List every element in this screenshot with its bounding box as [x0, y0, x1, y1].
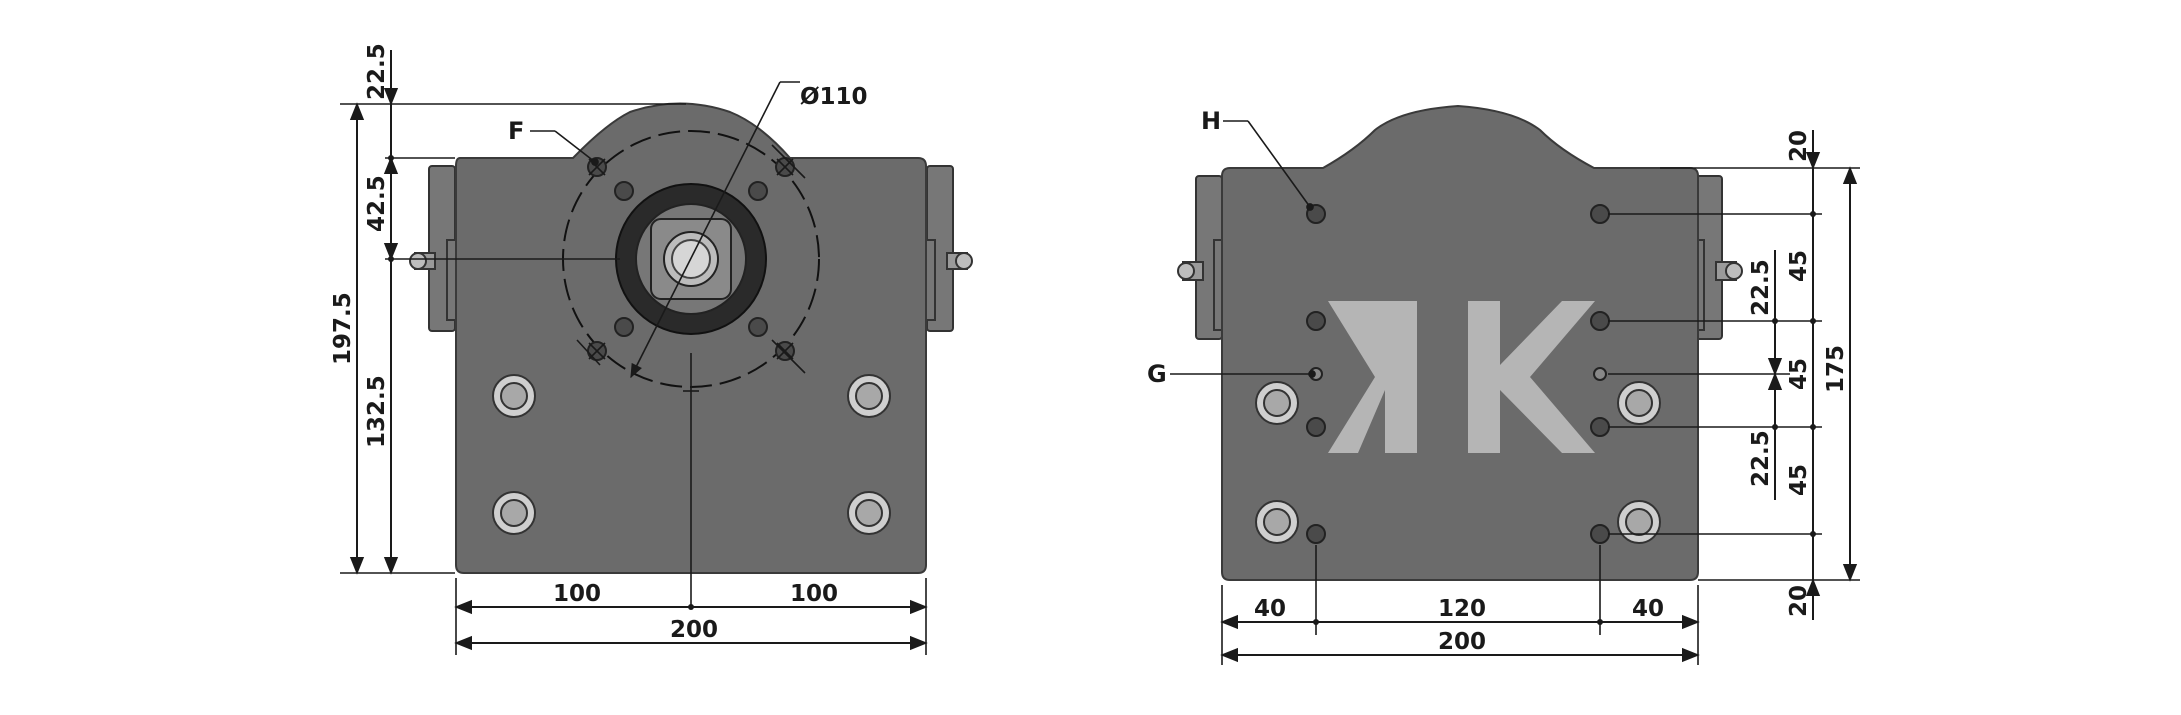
- dim-right-offset-1: 22.5: [1748, 259, 1774, 316]
- right-side-bracket: [924, 165, 973, 332]
- dim-right-width: 200: [1438, 629, 1486, 655]
- dim-right-pitch-2: 45: [1786, 358, 1812, 390]
- mounting-bolt: [492, 374, 536, 418]
- dim-right-pitch-3: 45: [1786, 464, 1812, 496]
- mounting-bolt: [1617, 381, 1661, 425]
- dim-right-top-margin: 20: [1786, 130, 1812, 162]
- dim-right-left: 40: [1254, 596, 1286, 622]
- dim-right-middle: 120: [1438, 596, 1486, 622]
- dim-right-right: 40: [1632, 596, 1664, 622]
- diameter-label: Ø110: [800, 84, 868, 110]
- right-plate: [1221, 104, 1699, 581]
- dim-left-shaft: 42.5: [364, 175, 390, 232]
- dim-left-top: 22.5: [364, 43, 390, 100]
- right-view: H G 20 45 45 45 20 175: [1147, 104, 1860, 665]
- label-h: H: [1201, 107, 1221, 135]
- mounting-bolt: [1255, 381, 1299, 425]
- label-g: G: [1147, 360, 1167, 388]
- left-side-bracket: [1177, 175, 1225, 340]
- dim-right-half: 100: [790, 581, 838, 607]
- dim-left-total-height: 197.5: [330, 292, 356, 365]
- dim-right-offset-2: 22.5: [1748, 430, 1774, 487]
- dim-right-height: 175: [1823, 345, 1849, 393]
- left-side-bracket: [409, 165, 458, 332]
- left-plate: [455, 102, 927, 574]
- logo: [1328, 301, 1595, 453]
- dim-right-bottom-margin: 20: [1786, 585, 1812, 617]
- label-f: F: [508, 117, 524, 145]
- right-side-bracket: [1693, 175, 1743, 340]
- dim-left-lower: 132.5: [364, 375, 390, 448]
- dim-left-width: 200: [670, 617, 718, 643]
- mounting-bolt: [847, 491, 891, 535]
- dim-right-pitch-1: 45: [1786, 250, 1812, 282]
- mounting-bolt: [1255, 500, 1299, 544]
- dim-left-half: 100: [553, 581, 601, 607]
- mounting-bolt: [492, 491, 536, 535]
- mounting-bolt: [847, 374, 891, 418]
- mounting-bolt: [1617, 500, 1661, 544]
- left-view: Ø110 F 22.5 42.5 197.5 132.5 100 100 200: [330, 43, 973, 655]
